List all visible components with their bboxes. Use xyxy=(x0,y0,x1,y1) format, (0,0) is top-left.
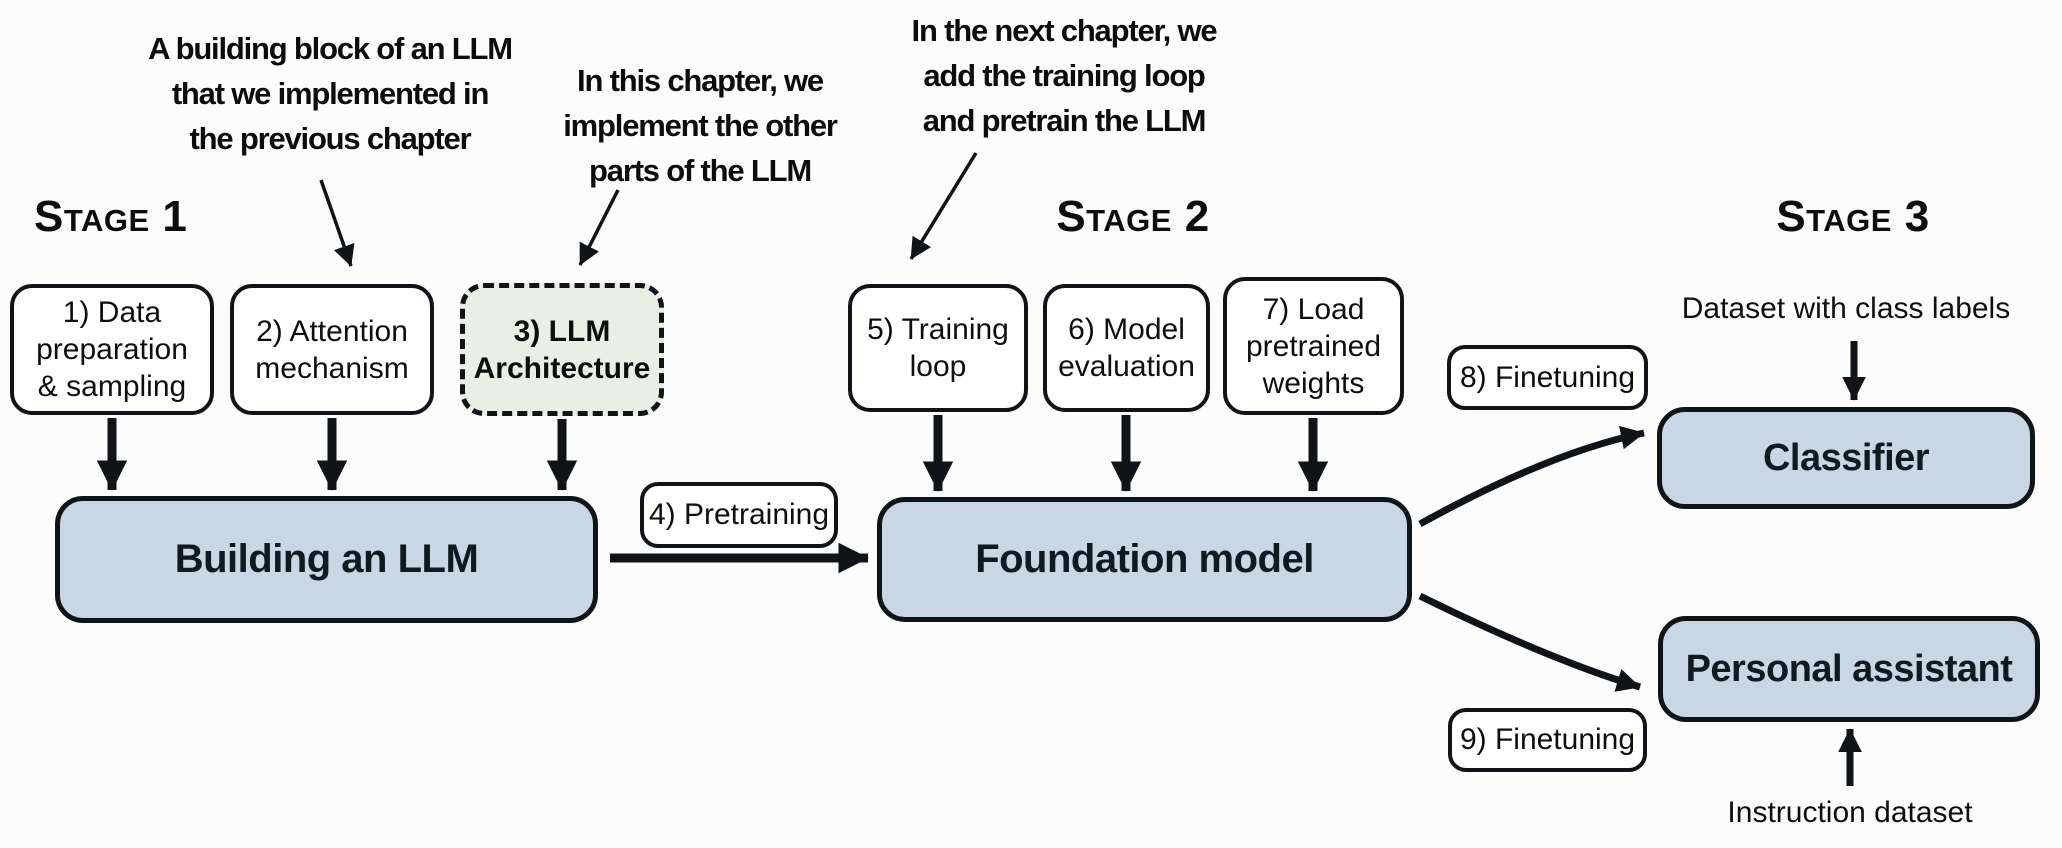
node-foundation-model: Foundation model xyxy=(877,497,1412,622)
pill-finetuning-8: 8) Finetuning xyxy=(1447,345,1648,410)
arrow-foundation-model-to-classifier xyxy=(1418,425,1645,528)
step-box-training-loop: 5) Training loop xyxy=(848,284,1028,412)
stage-2-heading: Stage 2 xyxy=(1056,192,1210,241)
step-line: evaluation xyxy=(1058,350,1195,383)
annotation-line: add the training loop xyxy=(923,58,1206,93)
annotation-line: parts of the LLM xyxy=(589,153,812,188)
step-line: pretrained xyxy=(1245,329,1382,363)
node-building-llm: Building an LLM xyxy=(55,496,598,623)
pointer-arrow-next-chapter-to-training-loop xyxy=(909,152,978,260)
step-line: 7) Load xyxy=(1262,292,1365,326)
pointer-arrow-building-block-to-attention xyxy=(319,179,355,267)
step-line: & sampling xyxy=(37,370,187,403)
annotation-line: In this chapter, we xyxy=(577,63,824,98)
annotation-next-chapter: In the next chapter, we add the training… xyxy=(854,8,1274,143)
step-line: 2) Attention xyxy=(256,314,408,348)
step-line: 5) Training xyxy=(867,313,1009,346)
annotation-building-block: A building block of an LLM that we imple… xyxy=(120,26,540,161)
step-line: 1) Data xyxy=(62,296,162,329)
step-line: 6) Model xyxy=(1068,313,1185,346)
arrow-foundation-model-to-personal-assistant xyxy=(1418,592,1642,692)
stage-1-heading: Stage 1 xyxy=(34,192,188,241)
annotation-line: A building block of an LLM xyxy=(148,31,513,66)
step-box-data-preparation: 1) Data preparation & sampling xyxy=(10,284,214,415)
node-personal-assistant: Personal assistant xyxy=(1658,616,2040,722)
step-line: mechanism xyxy=(255,351,409,385)
step-box-load-pretrained-weights: 7) Load pretrained weights xyxy=(1223,277,1404,415)
annotation-line: In the next chapter, we xyxy=(911,13,1218,48)
annotation-line: and pretrain the LLM xyxy=(922,103,1207,138)
pointer-arrow-this-chapter-to-llm-architecture xyxy=(578,189,620,266)
step-line: 3) LLM xyxy=(513,314,611,348)
label-dataset-with-class-labels: Dataset with class labels xyxy=(1681,292,2011,325)
step-line: preparation xyxy=(36,333,188,366)
step-box-llm-architecture-highlighted: 3) LLM Architecture xyxy=(460,283,664,416)
step-line: weights xyxy=(1262,366,1365,400)
annotation-line: implement the other xyxy=(563,108,838,143)
label-instruction-dataset: Instruction dataset xyxy=(1727,796,1973,829)
step-box-attention-mechanism: 2) Attention mechanism xyxy=(230,284,434,415)
pill-pretraining: 4) Pretraining xyxy=(640,482,838,548)
step-line: loop xyxy=(909,350,967,383)
annotation-this-chapter: In this chapter, we implement the other … xyxy=(490,58,910,193)
node-classifier: Classifier xyxy=(1657,407,2035,509)
annotation-line: that we implemented in xyxy=(171,76,490,111)
step-line: Architecture xyxy=(473,351,651,385)
step-box-model-evaluation: 6) Model evaluation xyxy=(1043,284,1210,412)
annotation-line: the previous chapter xyxy=(189,121,472,156)
stage-3-heading: Stage 3 xyxy=(1776,192,1930,241)
pill-finetuning-9: 9) Finetuning xyxy=(1448,708,1647,772)
